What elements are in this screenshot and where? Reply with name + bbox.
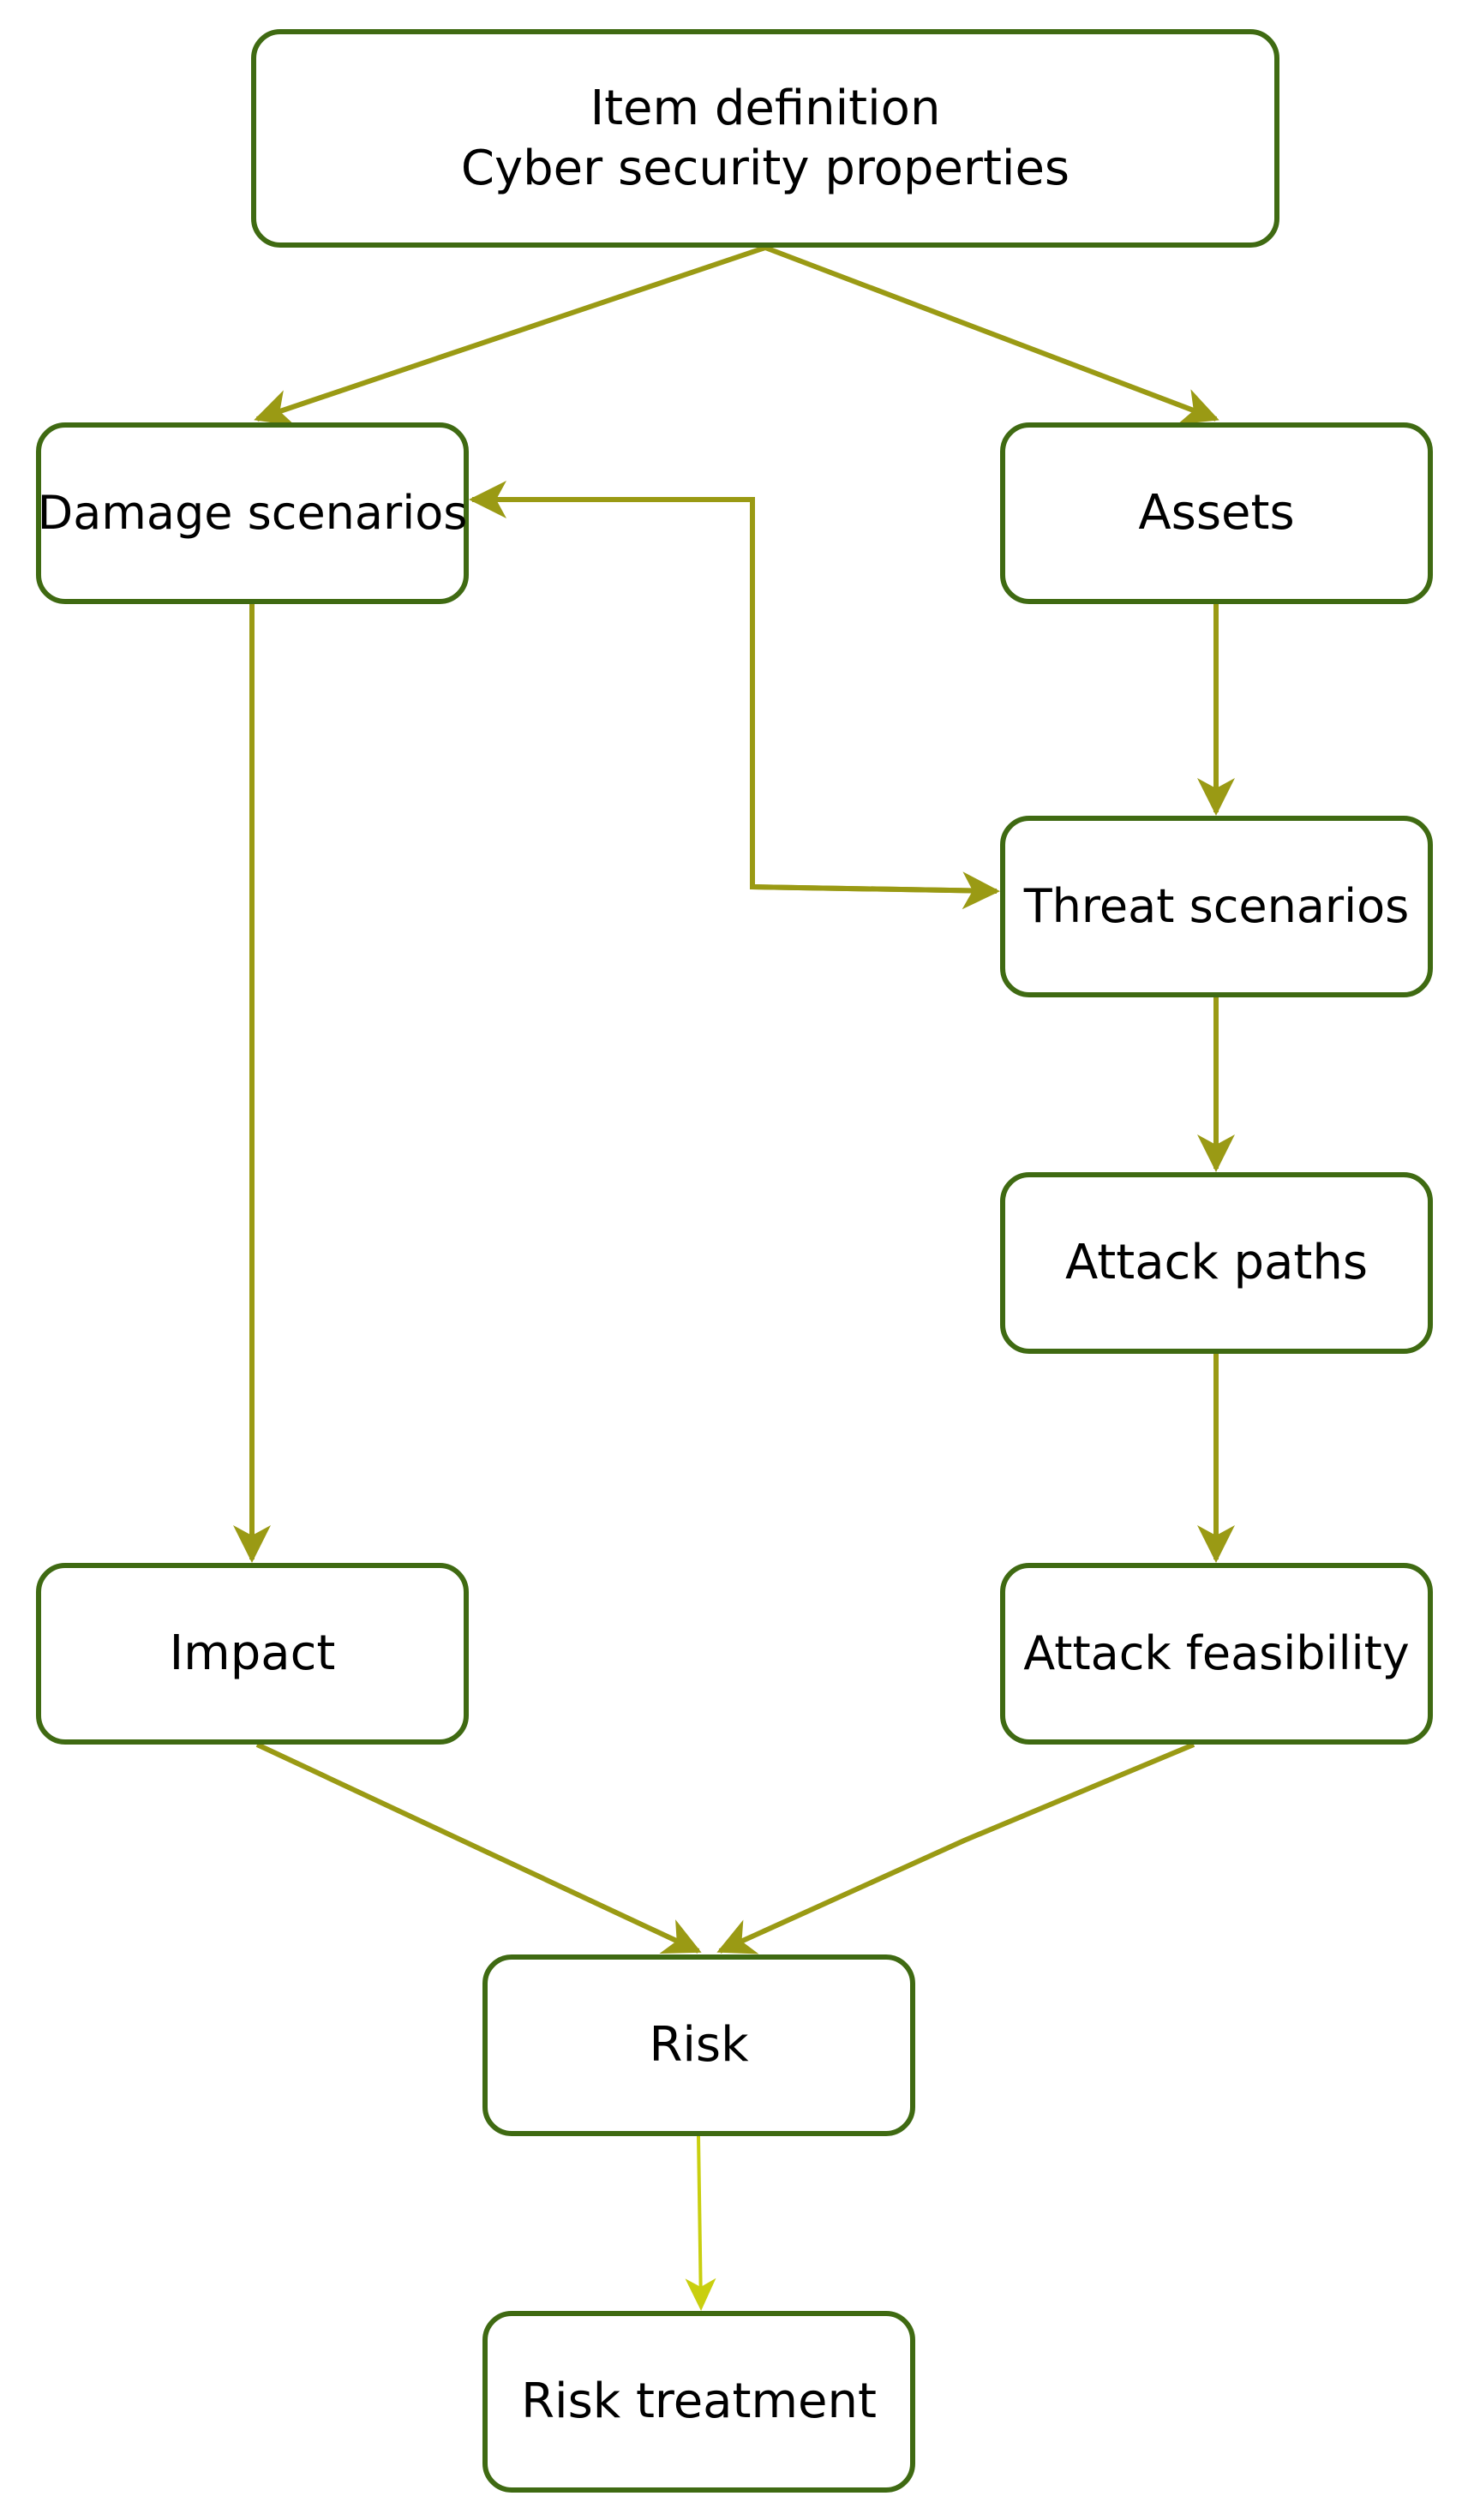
node-impact-label: Impact [169, 1625, 336, 1681]
edge-feasibility-to-risk [716, 1742, 1195, 1954]
edge-threat-to-damage [469, 481, 998, 894]
node-risk-label: Risk [649, 2017, 749, 2073]
node-threat-scenarios-label: Threat scenarios [1023, 879, 1410, 934]
node-risk[interactable]: Risk [482, 1954, 915, 2136]
edge-damage-to-threat [752, 871, 1000, 910]
node-attack-paths-label: Attack paths [1064, 1235, 1369, 1290]
node-assets-label: Assets [1138, 485, 1295, 541]
node-item-definition-line2: Cyber security properties [460, 140, 1070, 196]
node-item-definition-line1: Item definition [590, 80, 941, 136]
node-item-definition[interactable]: Item definition Cyber security propertie… [251, 29, 1279, 248]
edge-item-to-damage [254, 245, 766, 427]
node-risk-treatment-label: Risk treatment [521, 2373, 877, 2429]
node-attack-feasibility-label: Attack feasibility [1023, 1626, 1410, 1681]
edge-risk-to-treatment [685, 2135, 716, 2311]
node-risk-treatment[interactable]: Risk treatment [482, 2311, 915, 2493]
node-attack-feasibility[interactable]: Attack feasibility [1000, 1563, 1433, 1745]
node-attack-paths[interactable]: Attack paths [1000, 1172, 1433, 1354]
edge-impact-to-risk [255, 1742, 702, 1954]
node-damage-scenarios-label: Damage scenarios [37, 486, 468, 541]
edge-item-to-assets [764, 245, 1219, 425]
node-threat-scenarios[interactable]: Threat scenarios [1000, 816, 1433, 997]
node-damage-scenarios[interactable]: Damage scenarios [36, 422, 469, 604]
node-assets[interactable]: Assets [1000, 422, 1433, 604]
node-impact[interactable]: Impact [36, 1563, 469, 1745]
